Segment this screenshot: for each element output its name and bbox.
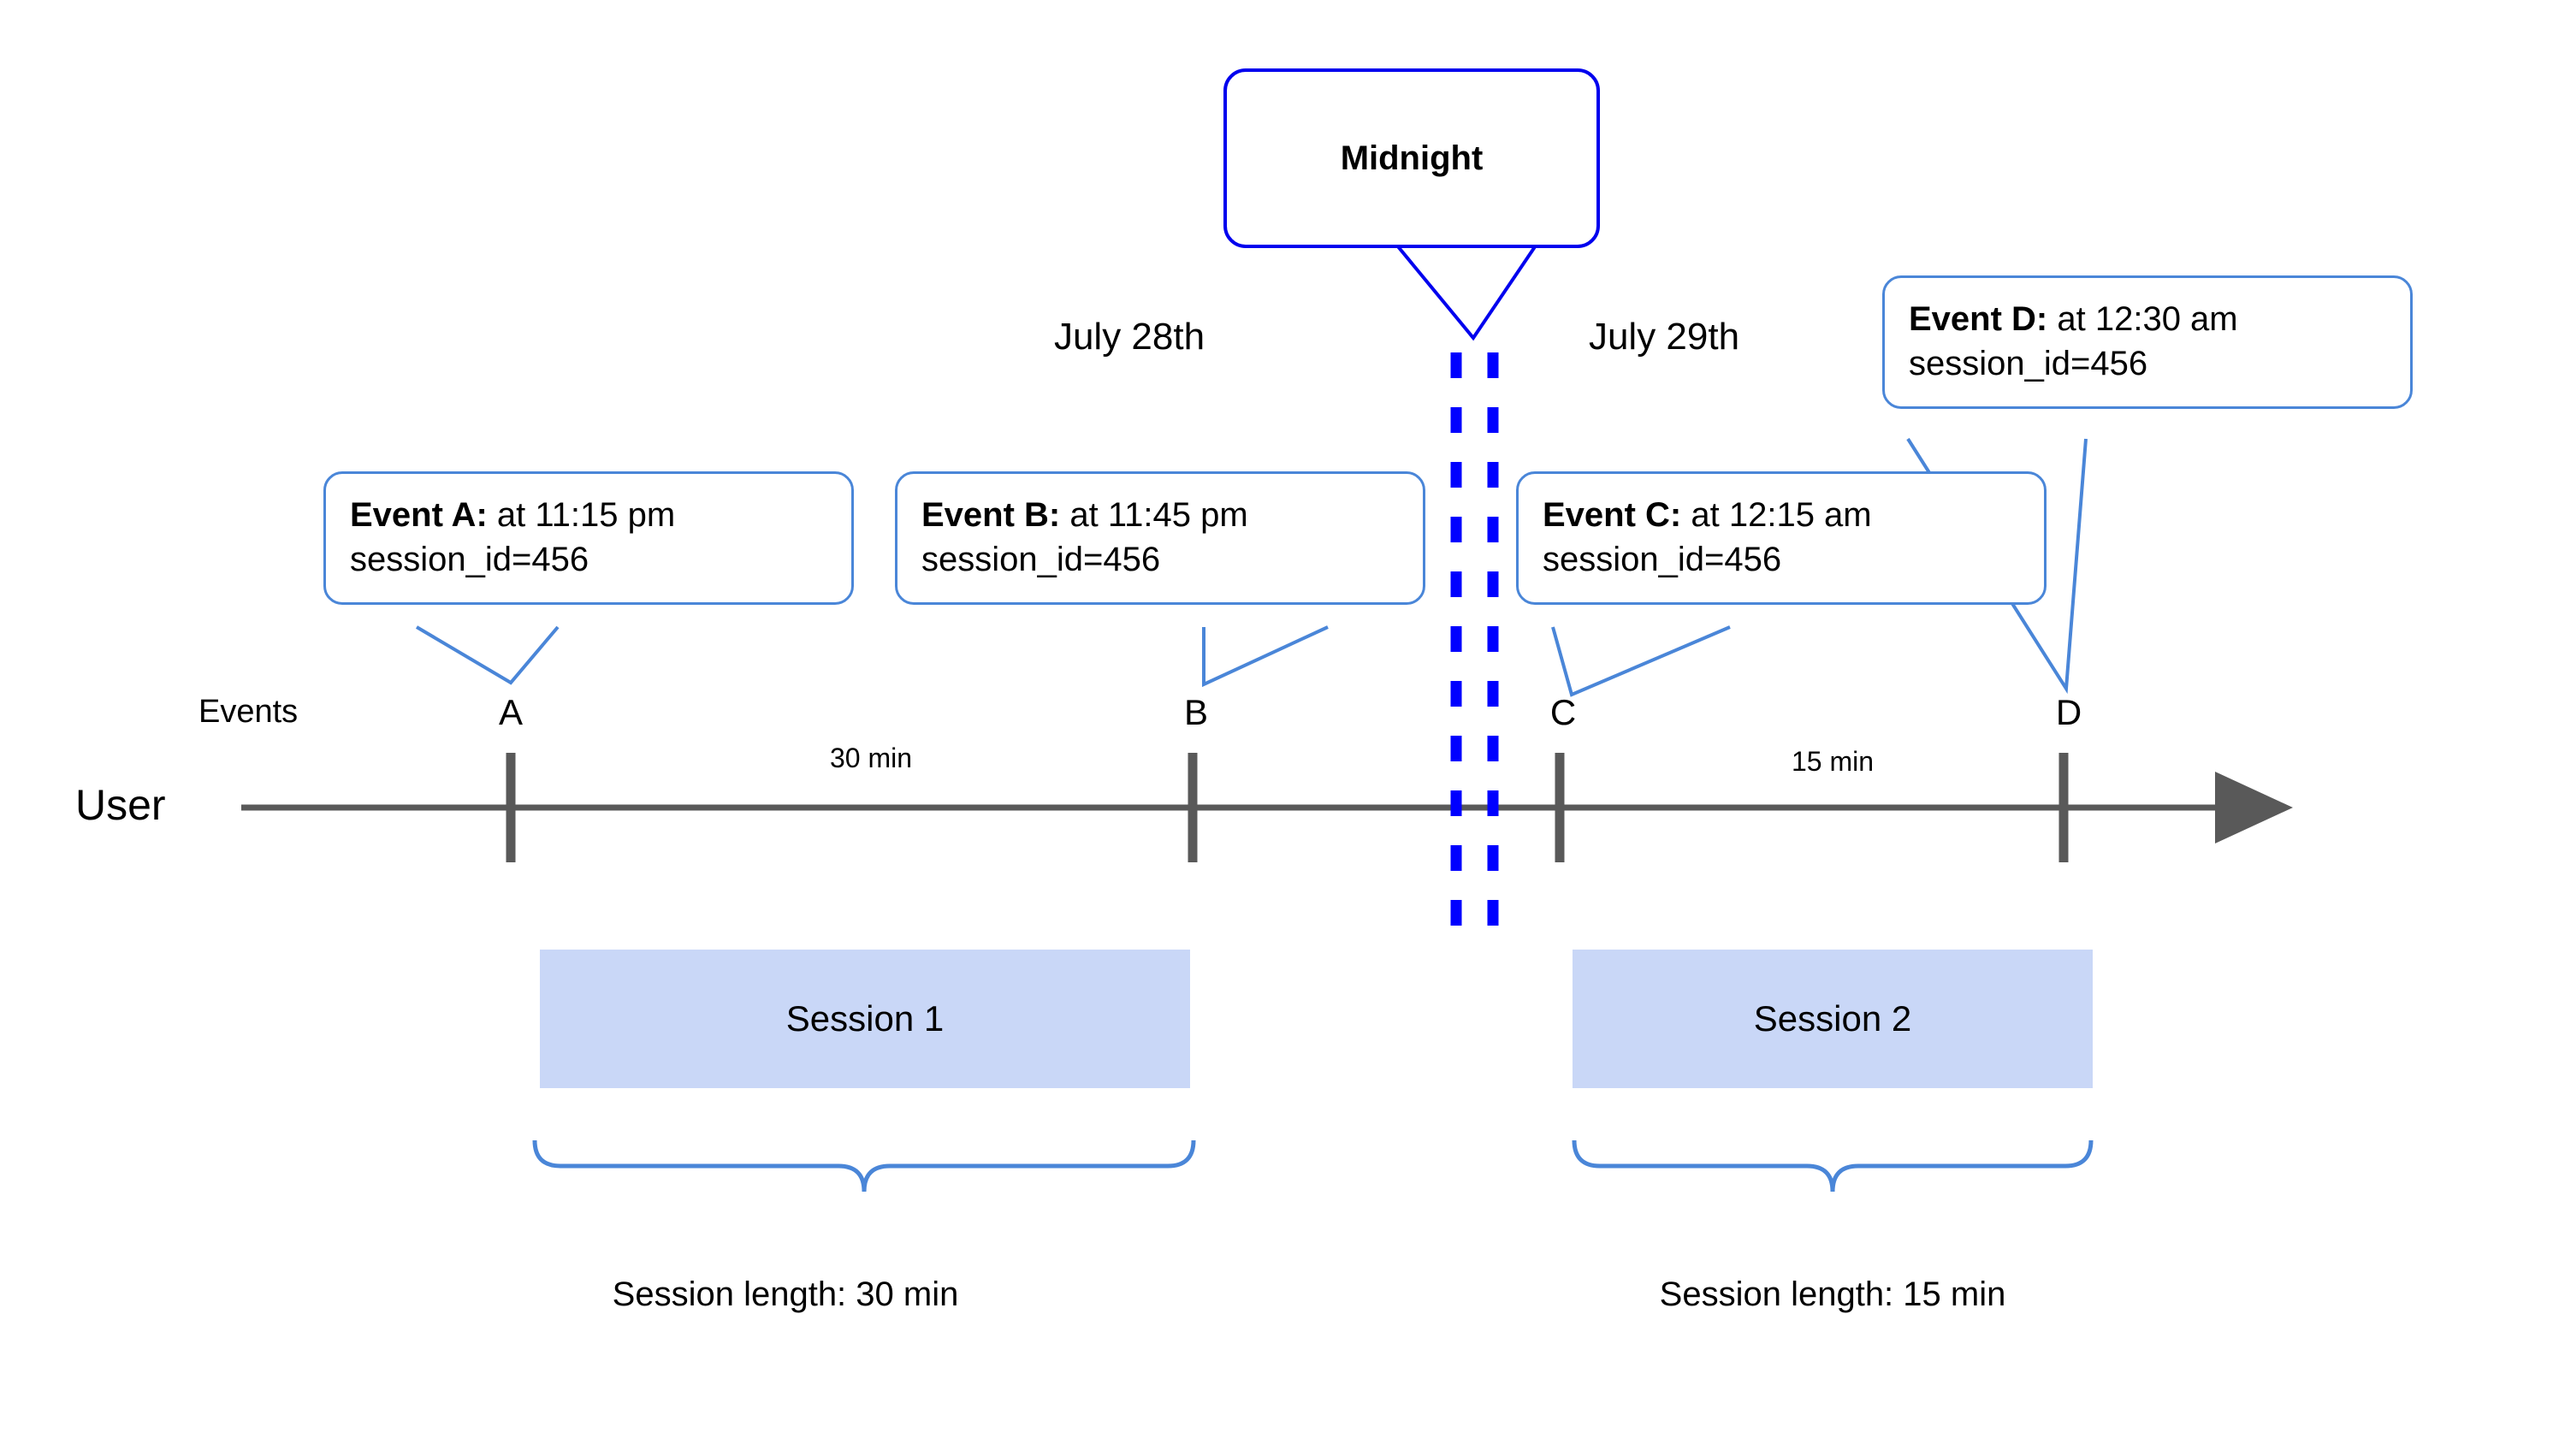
lane-label-events: Events [198,694,299,730]
event-d-line-1: Event D: at 12:30 am [1909,297,2386,341]
event-b-session-field: session_id=456 [921,541,1161,578]
event-callout-a[interactable]: Event A: at 11:15 pm session_id=456 [323,471,854,605]
midnight-callout[interactable]: Midnight [1223,68,1600,248]
event-marker-label-d: D [2055,692,2082,732]
event-c-time: at 12:15 am [1681,496,1872,534]
event-a-session-field: session_id=456 [350,541,589,578]
event-marker-label-c: C [1549,692,1577,732]
session-2-length-label: Session length: 15 min [1659,1275,2006,1313]
event-callout-c[interactable]: Event C: at 12:15 am session_id=456 [1516,471,2047,605]
session-block-1[interactable]: Session 1 [540,950,1190,1088]
event-a-callout-tail [415,625,560,685]
duration-label-c-d: 15 min [1791,746,1875,777]
event-d-session-field: session_id=456 [1909,345,2148,382]
event-a-time: at 11:15 pm [487,496,676,534]
duration-label-a-b: 30 min [829,743,913,773]
session-block-2[interactable]: Session 2 [1573,950,2093,1088]
event-marker-label-a: A [498,692,524,732]
date-label-july-29: July 29th [1588,316,1740,358]
event-b-time: at 11:45 pm [1060,496,1248,534]
session-2-label: Session 2 [1753,998,1912,1039]
event-b-callout-tail [1202,625,1329,688]
session-1-length-label: Session length: 30 min [612,1275,959,1313]
date-label-july-28: July 28th [1053,316,1205,358]
event-a-title: Event A: [350,496,488,534]
event-c-session-field: session_id=456 [1543,541,1782,578]
session-1-label: Session 1 [785,998,945,1039]
lane-label-user: User [75,781,166,829]
event-d-time: at 12:30 am [2047,300,2238,338]
event-callout-b[interactable]: Event B: at 11:45 pm session_id=456 [895,471,1425,605]
event-b-line-1: Event B: at 11:45 pm [921,493,1399,537]
event-d-title: Event D: [1909,300,2048,338]
event-a-line-1: Event A: at 11:15 pm [350,493,827,537]
event-c-callout-tail [1551,625,1731,697]
event-b-title: Event B: [921,496,1061,534]
midnight-callout-tail [1395,244,1537,341]
event-c-title: Event C: [1543,496,1682,534]
event-c-line-1: Event C: at 12:15 am [1543,493,2020,537]
event-callout-d[interactable]: Event D: at 12:30 am session_id=456 [1882,275,2413,409]
event-marker-label-b: B [1183,692,1209,732]
midnight-callout-label: Midnight [1340,139,1484,177]
session-2-brace [1572,1139,2094,1193]
session-1-brace [532,1139,1196,1193]
